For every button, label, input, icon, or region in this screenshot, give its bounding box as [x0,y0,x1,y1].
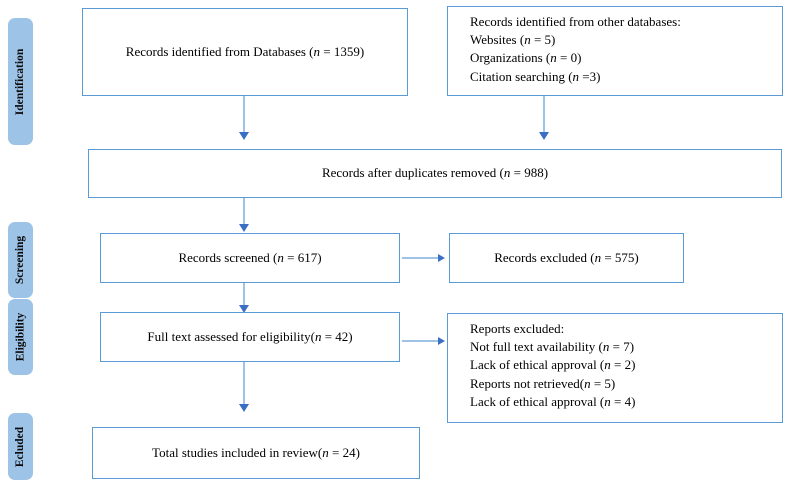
connector-other-to-duplicates [543,96,545,136]
box-text-records-identified-other: Records identified from other databases:… [448,7,782,86]
label-n-symbol: n [604,357,611,373]
box-records-identified-databases: Records identified from Databases (n = 1… [82,8,408,96]
arrowhead-fulltext-to-reports-excluded [438,337,445,345]
box-full-text-assessed: Full text assessed for eligibility(n = 4… [100,312,400,362]
list-item: Lack of ethical approval (n = 2) [470,356,782,374]
label-prefix: Records excluded ( [494,249,595,265]
label-n-symbol: n [503,165,511,181]
label-suffix: = 2) [610,357,636,373]
label-prefix: Full text assessed for eligibility( [147,328,315,344]
label-prefix: Citation searching ( [470,68,573,84]
label-suffix: = 7) [609,339,635,355]
label-suffix: = 0) [556,50,582,66]
label-n-symbol: n [584,375,591,391]
label-suffix: = 5) [590,375,616,391]
stage-label-excluded: Ecluded [14,426,27,467]
label-prefix: Lack of ethical approval ( [470,393,605,409]
box-heading-records-identified-other: Records identified from other databases: [470,14,681,29]
arrowhead-screened-to-fulltext [239,305,249,313]
box-text-total-included: Total studies included in review(n = 24) [93,444,419,462]
arrowhead-databases-to-duplicates [239,132,249,140]
stage-pill-screening: Screening [8,222,33,298]
label-n-symbol: n [314,328,322,344]
box-text-records-screened: Records screened (n = 617) [101,249,399,267]
stage-pill-eligibility: Eligibility [8,299,33,375]
label-n-symbol: n [322,444,329,460]
connector-databases-to-duplicates [243,96,245,136]
label-n-symbol: n [602,339,610,355]
label-prefix: Records screened ( [178,249,278,265]
box-text-full-text-assessed: Full text assessed for eligibility(n = 4… [101,328,399,346]
label-n-symbol: n [604,393,611,409]
stage-label-eligibility: Eligibility [14,312,27,362]
stage-pill-identification: Identification [8,18,33,145]
label-prefix: Websites ( [470,32,525,48]
list-item: Websites (n = 5) [470,31,782,49]
box-total-included: Total studies included in review(n = 24) [92,427,420,479]
list-item: Organizations (n = 0) [470,49,782,67]
connector-screened-to-excluded [402,257,440,259]
label-n-symbol: n [277,249,284,265]
list-item: Reports not retrieved(n = 5) [470,375,782,393]
label-n-symbol: n [572,68,580,84]
list-item: Citation searching (n =3) [470,68,782,86]
label-suffix: =3) [579,68,601,84]
arrowhead-duplicates-to-screened [239,224,249,232]
label-suffix: = 5) [530,32,556,48]
label-prefix: Not full text availability ( [470,339,603,355]
label-suffix: = 1359) [320,43,365,59]
connector-fulltext-to-reports-excluded [402,340,440,342]
arrowhead-fulltext-to-included [239,404,249,412]
label-suffix: = 575) [601,249,639,265]
label-prefix: Reports not retrieved( [470,375,585,391]
label-n-symbol: n [313,43,321,59]
box-records-screened: Records screened (n = 617) [100,233,400,283]
label-prefix: Lack of ethical approval ( [470,357,605,373]
label-suffix: = 42) [321,328,353,344]
box-text-reports-excluded: Reports excluded: Not full text availabi… [448,314,782,411]
label-suffix: = 988) [510,165,549,181]
label-suffix: = 617) [283,249,322,265]
label-prefix: Records after duplicates removed ( [321,165,504,181]
label-n-symbol: n [594,249,602,265]
connector-screened-to-fulltext [243,283,245,309]
stage-label-identification: Identification [14,48,27,115]
label-n-symbol: n [550,50,557,66]
label-prefix: Records identified from Databases ( [125,43,314,59]
box-records-excluded: Records excluded (n = 575) [449,233,684,283]
arrowhead-other-to-duplicates [539,132,549,140]
connector-duplicates-to-screened [243,198,245,226]
label-prefix: Total studies included in review( [152,444,323,460]
label-prefix: Organizations ( [470,50,551,66]
stage-label-screening: Screening [14,235,27,285]
list-item: Not full text availability (n = 7) [470,338,782,356]
label-suffix: = 24) [328,444,360,460]
connector-fulltext-to-included [243,362,245,408]
box-text-records-identified-databases: Records identified from Databases (n = 1… [83,43,407,61]
arrowhead-screened-to-excluded [438,254,445,262]
box-text-records-after-duplicates: Records after duplicates removed (n = 98… [89,164,781,182]
list-item: Lack of ethical approval (n = 4) [470,393,782,411]
box-records-identified-other: Records identified from other databases:… [447,6,783,96]
box-reports-excluded: Reports excluded: Not full text availabi… [447,313,783,423]
stage-pill-excluded: Ecluded [8,413,33,480]
box-records-after-duplicates: Records after duplicates removed (n = 98… [88,149,782,198]
label-suffix: = 4) [610,393,636,409]
box-text-records-excluded: Records excluded (n = 575) [450,249,683,267]
label-n-symbol: n [524,32,531,48]
box-heading-reports-excluded: Reports excluded: [470,321,565,336]
